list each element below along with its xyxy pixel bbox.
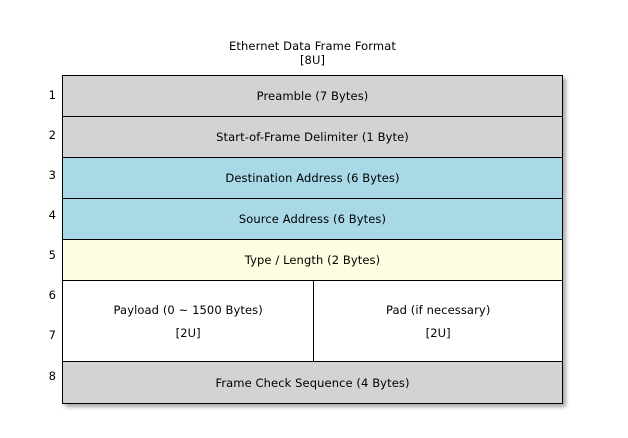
- table-row: Frame Check Sequence (4 Bytes): [62, 361, 563, 404]
- frame-field-preamble: Preamble (7 Bytes): [62, 75, 563, 117]
- row-number-5: 5: [48, 248, 56, 262]
- table-row: Start-of-Frame Delimiter (1 Byte): [62, 116, 563, 158]
- frame-field-pad-sublabel: [2U]: [425, 325, 451, 340]
- table-row-payload: Payload (0 ~ 1500 Bytes) [2U] Pad (if ne…: [61, 280, 563, 362]
- table-row: Destination Address (6 Bytes): [62, 157, 563, 199]
- table-row: Type / Length (2 Bytes): [62, 239, 563, 281]
- frame-field-destination-address: Destination Address (6 Bytes): [62, 157, 563, 199]
- row-number-7: 7: [48, 328, 56, 342]
- frame-field-payload-sublabel: [2U]: [175, 325, 201, 340]
- page-subtitle: [8U]: [299, 52, 326, 67]
- frame-field-start-of-frame-delimiter: Start-of-Frame Delimiter (1 Byte): [62, 116, 563, 158]
- table-row: Source Address (6 Bytes): [62, 198, 563, 240]
- frame-field-type-length: Type / Length (2 Bytes): [62, 239, 563, 281]
- diagram-title-block: Ethernet Data Frame Format [8U]: [62, 39, 563, 67]
- row-number-4: 4: [48, 208, 56, 222]
- row-number-8: 8: [48, 368, 56, 383]
- frame-field-pad: Pad (if necessary) [2U]: [313, 280, 563, 362]
- frame-field-payload: Payload (0 ~ 1500 Bytes) [2U]: [61, 280, 315, 362]
- frame-field-pad-label: Pad (if necessary): [385, 302, 491, 317]
- frame-field-payload-label: Payload (0 ~ 1500 Bytes): [113, 302, 263, 317]
- frame-field-frame-check-sequence: Frame Check Sequence (4 Bytes): [62, 361, 563, 404]
- row-number-3: 3: [48, 168, 56, 182]
- ethernet-frame-table: Preamble (7 Bytes) Start-of-Frame Delimi…: [61, 75, 563, 404]
- row-number-2: 2: [48, 128, 56, 142]
- frame-field-source-address: Source Address (6 Bytes): [62, 198, 563, 240]
- row-number-6: 6: [48, 288, 56, 302]
- table-row: Preamble (7 Bytes): [62, 75, 563, 117]
- row-number-1: 1: [48, 88, 56, 102]
- page-title: Ethernet Data Frame Format: [229, 39, 396, 53]
- row-number-gutter: 1 2 3 4 5 6 7 8: [30, 75, 56, 396]
